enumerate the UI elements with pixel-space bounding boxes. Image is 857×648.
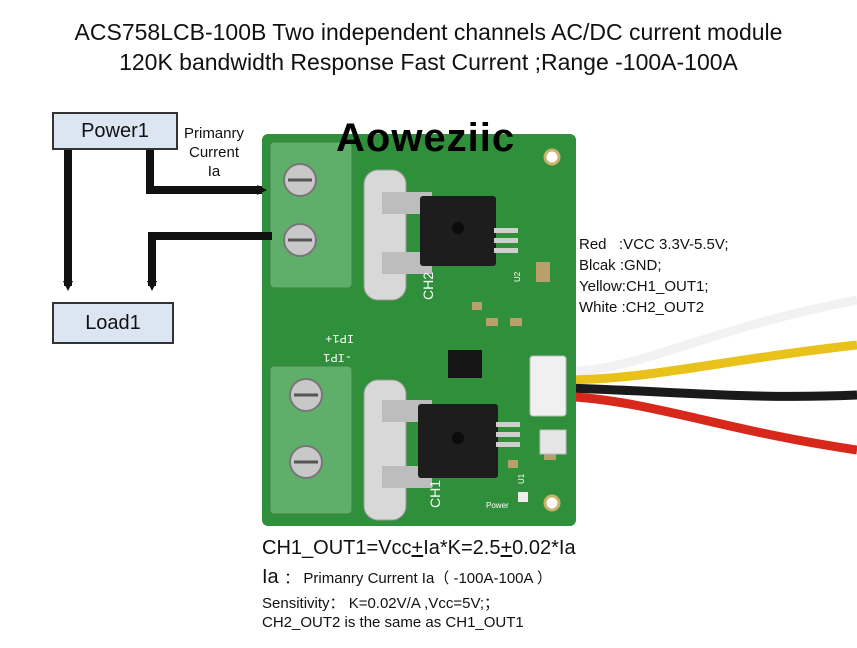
primary-current-line-3: Ia <box>207 163 221 180</box>
u2-silkscreen: U2 <box>513 271 522 282</box>
title-line-1: ACS758LCB-100B Two independent channels … <box>74 19 783 45</box>
ia-symbol: Ia <box>262 566 279 588</box>
pcb-board: CH2 CH1 IP1+ -IP1 Power U2 U1 <box>262 134 576 526</box>
wire-bundle <box>559 295 857 455</box>
current-flow-arrows <box>63 150 272 291</box>
sensitivity-note: Sensitivity： K=0.02V/A ,Vcc=5V;； <box>262 595 500 612</box>
load1-box: Load1 <box>52 302 174 344</box>
brand-logo-text: Aoweziic <box>336 116 516 160</box>
formula-plusminus-1: + <box>411 537 424 559</box>
ip-minus-silkscreen: -IP1 <box>323 350 352 364</box>
formula-part-c: 0.02*Ia <box>512 537 576 559</box>
power1-box: Power1 <box>52 112 178 150</box>
ip-plus-silkscreen: IP1+ <box>325 331 354 345</box>
ch2-silkscreen: CH2 <box>420 272 436 300</box>
wire-legend-yellow: Yellow:CH1_OUT1; <box>579 278 709 295</box>
ch2-same-note: CH2_OUT2 is the same as CH1_OUT1 <box>262 614 524 631</box>
formula-part-b: Ia*K=2.5 <box>423 537 501 559</box>
ia-description: ： Primanry Current Ia（ -100A-100A ） <box>284 570 552 587</box>
u1-silkscreen: U1 <box>517 473 526 484</box>
formula-plusminus-2: + <box>500 537 513 559</box>
ch1-silkscreen: CH1 <box>427 480 443 508</box>
primary-current-label: Primanry Current Ia <box>178 124 250 181</box>
formula-part-a: CH1_OUT1=Vcc <box>262 537 412 559</box>
power-silkscreen: Power <box>486 501 509 510</box>
title-line-2: 120K bandwidth Response Fast Current ;Ra… <box>119 49 738 75</box>
output-formula: CH1_OUT1=Vcc+Ia*K=2.5+0.02*Ia <box>262 537 576 560</box>
ia-definition: Ia ： Primanry Current Ia（ -100A-100A ） <box>262 566 552 589</box>
wire-legend-white: White :CH2_OUT2 <box>579 299 705 316</box>
wire-legend-red: Red :VCC 3.3V-5.5V; <box>579 236 729 253</box>
wire-legend-black: Blcak :GND; <box>579 257 662 274</box>
primary-current-line-2: Current <box>188 144 240 161</box>
primary-current-line-1: Primanry <box>183 125 244 142</box>
wire-legend: Red :VCC 3.3V-5.5V; Blcak :GND; Yellow:C… <box>579 234 729 318</box>
